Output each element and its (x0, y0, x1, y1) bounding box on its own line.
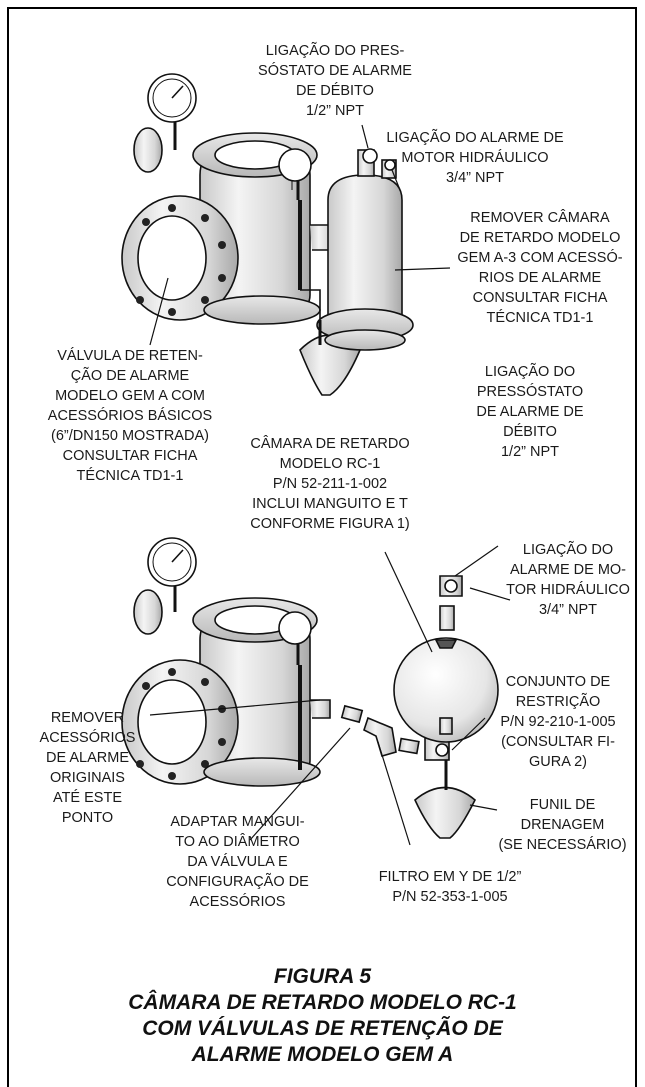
label-line: RIOS DE ALARME (478, 270, 602, 286)
label-line: FUNIL DE (529, 797, 596, 813)
label-y-strainer: FILTRO EM Y DE 1/2” P/N 52-353-1-005 (350, 867, 550, 907)
label-line: REMOVER (50, 710, 125, 726)
label-line: (CONSULTAR FI- (501, 734, 615, 750)
label-water-motor-top: LIGAÇÃO DO ALARME DE MOTOR HIDRÁULICO 3/… (380, 128, 570, 188)
label-line: ALARME DE MO- (509, 562, 626, 578)
label-line: ÇÃO DE ALARME (70, 368, 190, 384)
figure-title-line-3: ALARME MODELO GEM A (191, 1043, 454, 1066)
label-line: PONTO (61, 810, 114, 826)
label-line: P/N 52-211-1-002 (272, 476, 388, 492)
label-line: MOTOR HIDRÁULICO (401, 150, 549, 166)
label-line: LIGAÇÃO DO ALARME DE (386, 130, 564, 146)
figure-title-line-1: CÂMARA DE RETARDO MODELO RC-1 (128, 991, 517, 1014)
label-line: PRESSÓSTATO (476, 384, 584, 400)
label-line: RESTRIÇÃO (515, 694, 601, 710)
label-line: MODELO RC-1 (279, 456, 381, 472)
label-line: GURA 2) (528, 754, 587, 770)
label-line: DE ALARME DE (476, 404, 584, 420)
label-line: ACESSÓRIOS (39, 730, 136, 746)
label-line: P/N 52-353-1-005 (392, 889, 508, 905)
label-line: MODELO GEM A COM (55, 388, 205, 404)
label-line: 1/2” NPT (500, 444, 559, 460)
label-line: (6”/DN150 MOSTRADA) (51, 428, 209, 444)
top-leader-lines (149, 124, 451, 346)
label-line: TÉCNICA TD1-1 (486, 310, 594, 326)
label-check-valve: VÁLVULA DE RETEN- ÇÃO DE ALARME MODELO G… (30, 346, 230, 486)
label-line: SÓSTATO DE ALARME (258, 63, 412, 79)
label-line: (SE NECESSÁRIO) (498, 837, 627, 853)
label-line: VÁLVULA DE RETEN- (57, 348, 203, 364)
label-line: DÉBITO (503, 424, 557, 440)
rc1-retard-chamber (393, 575, 499, 839)
label-rc1-chamber: CÂMARA DE RETARDO MODELO RC-1 P/N 52-211… (225, 434, 435, 534)
label-remove-trim: REMOVER ACESSÓRIOS DE ALARME ORIGINAIS A… (30, 708, 145, 828)
label-line: TOR HIDRÁULICO (506, 582, 630, 598)
label-flow-switch-bottom: LIGAÇÃO DO PRESSÓSTATO DE ALARME DE DÉBI… (455, 362, 605, 462)
label-line: TO AO DIÂMETRO (175, 834, 300, 850)
figure-frame (7, 7, 637, 1087)
top-retard-chamber (299, 148, 414, 396)
label-line: LIGAÇÃO DO PRES- (265, 43, 405, 59)
label-line: CONSULTAR FICHA (472, 290, 608, 306)
figure-number: FIGURA 5 (273, 965, 372, 988)
label-line: INCLUI MANGUITO E T (252, 496, 408, 512)
label-line: TÉCNICA TD1-1 (76, 468, 184, 484)
label-line: DE ALARME (46, 750, 129, 766)
label-line: ACESSÓRIOS (189, 894, 286, 910)
bottom-check-valve (121, 537, 331, 787)
label-line: 3/4” NPT (445, 170, 504, 186)
figure-title-line-2: COM VÁLVULAS DE RETENÇÃO DE (142, 1017, 503, 1040)
label-water-motor-bottom: LIGAÇÃO DO ALARME DE MO- TOR HIDRÁULICO … (498, 540, 638, 620)
label-line: LIGAÇÃO DO (522, 542, 614, 558)
label-line: GEM A-3 COM ACESSÓ- (457, 250, 623, 266)
label-line: LIGAÇÃO DO (484, 364, 576, 380)
label-line: CONSULTAR FICHA (62, 448, 198, 464)
label-restriction: CONJUNTO DE RESTRIÇÃO P/N 92-210-1-005 (… (478, 672, 638, 772)
top-check-valve (121, 73, 336, 325)
label-line: 3/4” NPT (538, 602, 597, 618)
label-flow-switch-top: LIGAÇÃO DO PRES- SÓSTATO DE ALARME DE DÉ… (250, 41, 420, 121)
label-line: P/N 92-210-1-005 (500, 714, 616, 730)
label-line: CÂMARA DE RETARDO (250, 436, 410, 452)
label-line: 1/2” NPT (305, 103, 364, 119)
label-line: REMOVER CÂMARA (470, 210, 610, 226)
label-adapt-nipple: ADAPTAR MANGUI- TO AO DIÂMETRO DA VÁLVUL… (145, 812, 330, 912)
label-line: DA VÁLVULA E (187, 854, 288, 870)
label-remove-chamber: REMOVER CÂMARA DE RETARDO MODELO GEM A-3… (445, 208, 635, 328)
label-line: CONFORME FIGURA 1) (250, 516, 410, 532)
label-line: ATÉ ESTE (52, 790, 123, 806)
label-drain-funnel: FUNIL DE DRENAGEM (SE NECESSÁRIO) (490, 795, 635, 855)
label-line: ADAPTAR MANGUI- (170, 814, 305, 830)
label-line: DE RETARDO MODELO (459, 230, 621, 246)
label-line: DE DÉBITO (296, 83, 374, 99)
label-line: ACESSÓRIOS BÁSICOS (47, 408, 213, 424)
bottom-leader-lines (149, 545, 511, 846)
label-line: DRENAGEM (520, 817, 605, 833)
label-line: CONJUNTO DE (505, 674, 611, 690)
label-line: ORIGINAIS (50, 770, 125, 786)
label-line: FILTRO EM Y DE 1/2” (378, 869, 522, 885)
label-line: CONFIGURAÇÃO DE (166, 874, 309, 890)
